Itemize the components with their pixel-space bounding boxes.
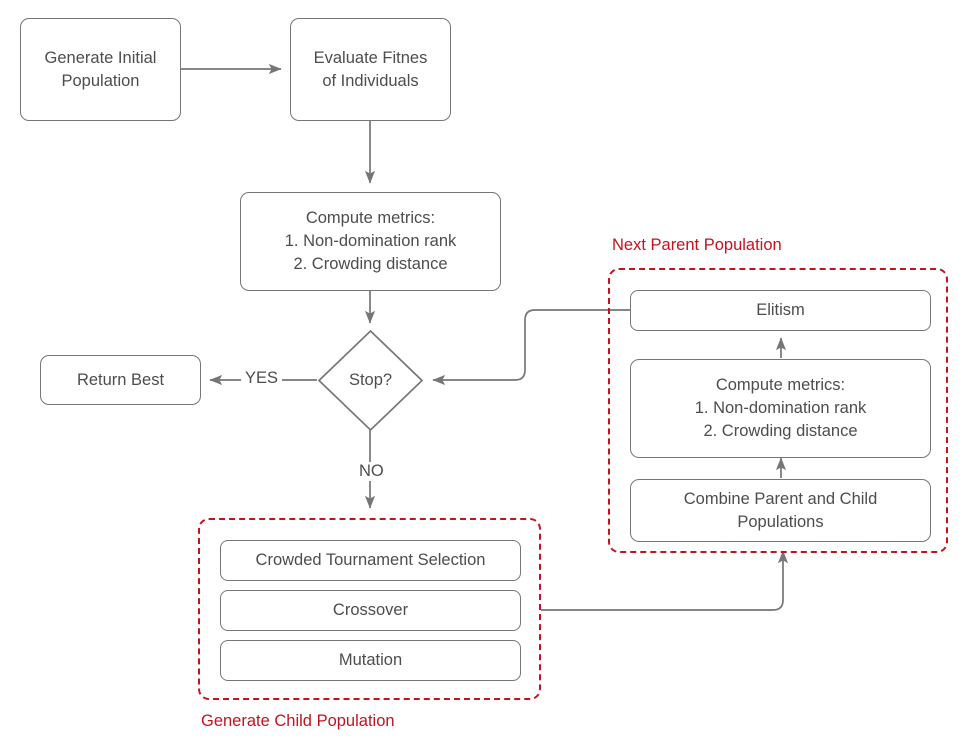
edge-label-no: NO — [355, 462, 388, 481]
edge-crossover-to-combine — [541, 550, 789, 611]
group-label-next-parent-population: Next Parent Population — [612, 236, 782, 254]
node-return-best[interactable]: Return Best — [40, 355, 201, 405]
node-elitism[interactable]: Elitism — [630, 290, 931, 331]
group-generate-child-population — [198, 518, 541, 700]
node-evaluate-fitness[interactable]: Evaluate Fitnes of Individuals — [290, 18, 451, 121]
node-mutation[interactable]: Mutation — [220, 640, 521, 681]
node-stop-decision[interactable]: Stop? — [317, 329, 424, 432]
node-crossover[interactable]: Crossover — [220, 590, 521, 631]
edge-label-yes: YES — [241, 369, 283, 388]
node-compute-metrics-main[interactable]: Compute metrics: 1. Non-domination rank … — [240, 192, 501, 291]
node-crowded-tournament-selection[interactable]: Crowded Tournament Selection — [220, 540, 521, 581]
edge-elitism-to-stop — [432, 309, 630, 386]
node-combine-populations[interactable]: Combine Parent and Child Populations — [630, 479, 931, 542]
node-compute-metrics-next[interactable]: Compute metrics: 1. Non-domination rank … — [630, 359, 931, 458]
node-generate-initial-population[interactable]: Generate Initial Population — [20, 18, 181, 121]
node-stop-decision-label: Stop? — [348, 371, 393, 389]
group-label-generate-child-population: Generate Child Population — [201, 712, 395, 730]
